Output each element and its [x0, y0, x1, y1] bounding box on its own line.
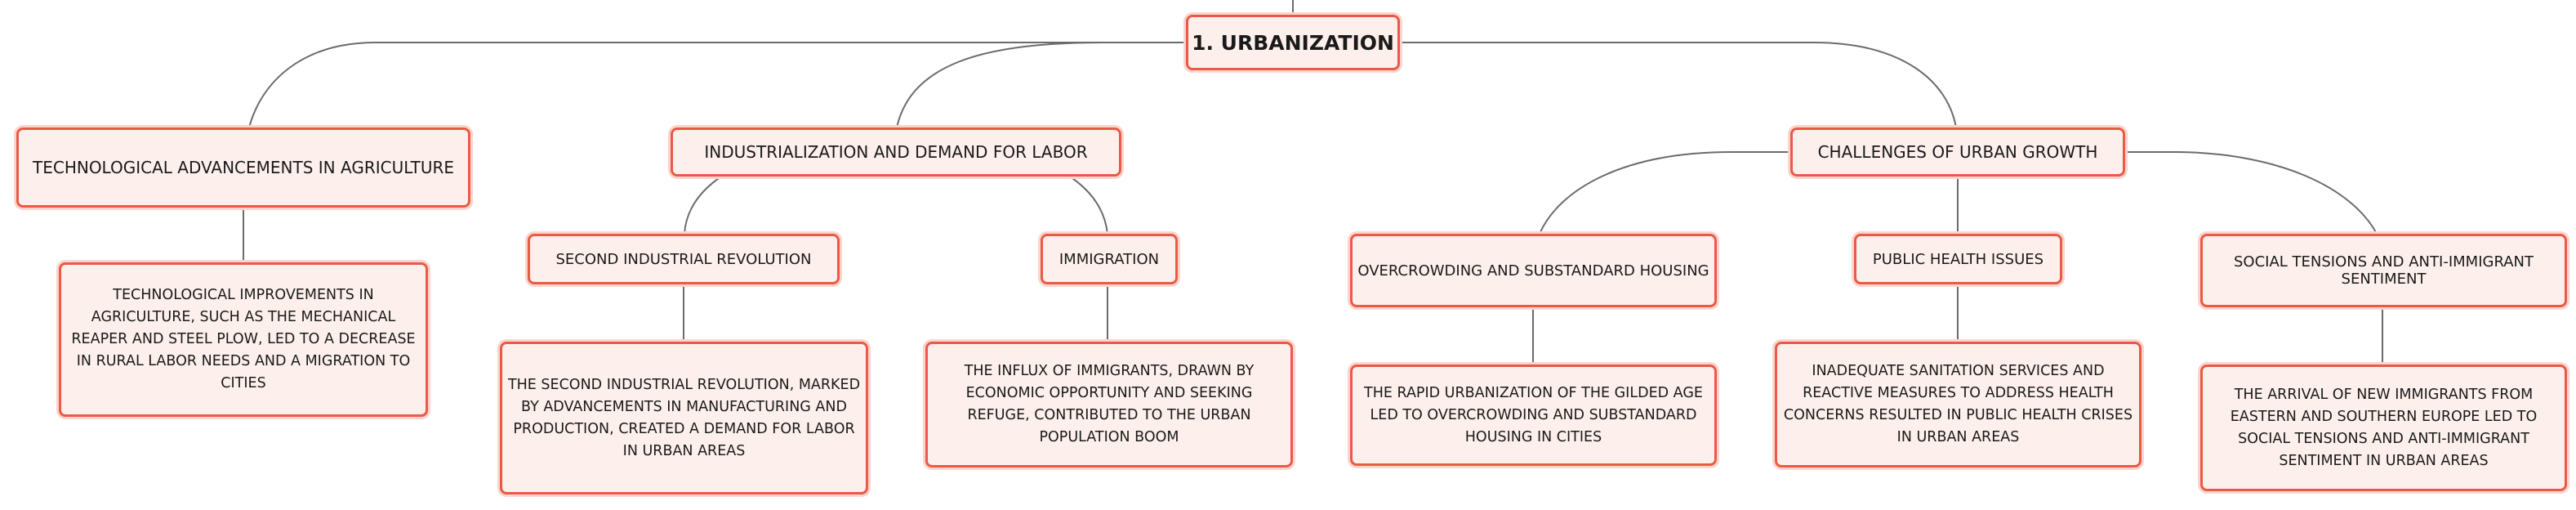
- detail-agriculture[interactable]: TECHNOLOGICAL IMPROVEMENTS IN AGRICULTUR…: [59, 262, 428, 417]
- connector-challenges-to-overcrowding: [1539, 151, 1790, 235]
- detail-immigration[interactable]: THE INFLUX OF IMMIGRANTS, DRAWN BY ECONO…: [925, 342, 1293, 468]
- topic-public-health-label: PUBLIC HEALTH ISSUES: [1872, 250, 2044, 268]
- topic-immigration-label: IMMIGRATION: [1058, 250, 1160, 268]
- topic-industrialization[interactable]: INDUSTRIALIZATION AND DEMAND FOR LABOR: [671, 128, 1121, 177]
- connector-challenges-to-social-tensions: [2124, 151, 2378, 235]
- topic-second-industrial-revolution[interactable]: SECOND INDUSTRIAL REVOLUTION: [528, 234, 840, 284]
- detail-overcrowding[interactable]: THE RAPID URBANIZATION OF THE GILDED AGE…: [1350, 365, 1717, 466]
- detail-second-industrial-revolution[interactable]: THE SECOND INDUSTRIAL REVOLUTION, MARKED…: [500, 342, 868, 494]
- topic-immigration[interactable]: IMMIGRATION: [1041, 234, 1178, 284]
- topic-overcrowding[interactable]: OVERCROWDING AND SUBSTANDARD HOUSING: [1350, 234, 1717, 307]
- detail-agriculture-text: TECHNOLOGICAL IMPROVEMENTS IN AGRICULTUR…: [71, 287, 416, 391]
- topic-challenges[interactable]: CHALLENGES OF URBAN GROWTH: [1790, 128, 2125, 177]
- detail-second-industrial-revolution-text: THE SECOND INDUSTRIAL REVOLUTION, MARKED…: [507, 376, 861, 459]
- topic-urbanization-label: 1. URBANIZATION: [1192, 30, 1394, 55]
- topic-urbanization[interactable]: 1. URBANIZATION: [1186, 15, 1400, 70]
- detail-immigration-text: THE INFLUX OF IMMIGRANTS, DRAWN BY ECONO…: [964, 363, 1255, 445]
- topic-social-tensions-label: SOCIAL TENSIONS AND ANTI-IMMIGRANT SENTI…: [2234, 253, 2534, 288]
- connector-industrialization-to-immigration: [1069, 176, 1108, 235]
- detail-public-health[interactable]: INADEQUATE SANITATION SERVICES AND REACT…: [1775, 342, 2141, 468]
- detail-social-tensions-text: THE ARRIVAL OF NEW IMMIGRANTS FROM EASTE…: [2230, 386, 2538, 469]
- connector-root-to-challenges: [1399, 42, 1957, 128]
- connector-root-to-agriculture: [248, 42, 1187, 128]
- topic-agriculture[interactable]: TECHNOLOGICAL ADVANCEMENTS IN AGRICULTUR…: [16, 128, 470, 208]
- detail-social-tensions[interactable]: THE ARRIVAL OF NEW IMMIGRANTS FROM EASTE…: [2200, 365, 2567, 491]
- topic-second-industrial-revolution-label: SECOND INDUSTRIAL REVOLUTION: [555, 250, 812, 268]
- connector-industrialization-to-second-revolution: [684, 176, 722, 235]
- detail-public-health-text: INADEQUATE SANITATION SERVICES AND REACT…: [1783, 363, 2133, 445]
- topic-agriculture-label: TECHNOLOGICAL ADVANCEMENTS IN AGRICULTUR…: [33, 158, 454, 177]
- topic-social-tensions[interactable]: SOCIAL TENSIONS AND ANTI-IMMIGRANT SENTI…: [2200, 234, 2567, 307]
- topic-industrialization-label: INDUSTRIALIZATION AND DEMAND FOR LABOR: [704, 142, 1088, 162]
- detail-overcrowding-text: THE RAPID URBANIZATION OF THE GILDED AGE…: [1364, 384, 1703, 445]
- topic-challenges-label: CHALLENGES OF URBAN GROWTH: [1817, 142, 2098, 162]
- topic-overcrowding-label: OVERCROWDING AND SUBSTANDARD HOUSING: [1357, 262, 1709, 280]
- connector-root-to-industrialization: [896, 42, 1187, 128]
- topic-public-health[interactable]: PUBLIC HEALTH ISSUES: [1854, 234, 2062, 284]
